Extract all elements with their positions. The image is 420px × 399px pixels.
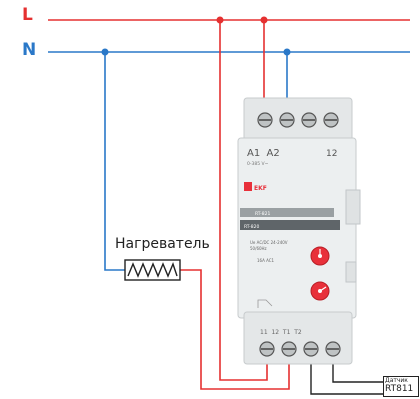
sensor-model: RT811 xyxy=(385,384,414,394)
relay-top-terminal-right: 12 xyxy=(326,149,337,159)
sensor-box: Датчик RT811 xyxy=(383,376,419,397)
relay-current-note: 16A AC1 xyxy=(257,258,275,263)
temperature-knob xyxy=(310,246,330,266)
heater-to-terminal-12-wire xyxy=(180,269,290,390)
relay-frequency-note: 50/60Hz xyxy=(250,246,267,251)
relay-module-code-1: RT-821 xyxy=(255,211,270,217)
neutral-bus-label: N xyxy=(22,40,37,60)
top-terminal-screws xyxy=(257,112,339,128)
bottom-terminal-screws xyxy=(259,341,341,357)
sensor-label: Датчик xyxy=(385,377,408,384)
relay-brand: EKF xyxy=(254,185,267,192)
sensor-wire-t2 xyxy=(332,358,383,383)
line-to-terminal-11-wire xyxy=(219,20,268,381)
relay-device: A1 A2 12 0-385 V~ EKF RT-821 RT-820 Ue A… xyxy=(237,97,361,365)
heater-label: Нагреватель xyxy=(115,236,210,252)
heater-resistor xyxy=(124,259,181,281)
hysteresis-knob xyxy=(310,281,330,301)
sensor-wire-t1 xyxy=(310,358,383,395)
neutral-to-heater-wire xyxy=(104,52,125,271)
line-bus-label: L xyxy=(22,5,33,25)
relay-bottom-terminals: 11 12 T1 T2 xyxy=(260,329,302,336)
relay-module-code-2: RT-820 xyxy=(244,224,259,230)
relay-top-terminals: A1 A2 xyxy=(247,148,280,159)
relay-voltage-note: 0-385 V~ xyxy=(247,161,269,167)
relay-rating-note: Ue AC/DC 24-240V xyxy=(250,240,288,245)
